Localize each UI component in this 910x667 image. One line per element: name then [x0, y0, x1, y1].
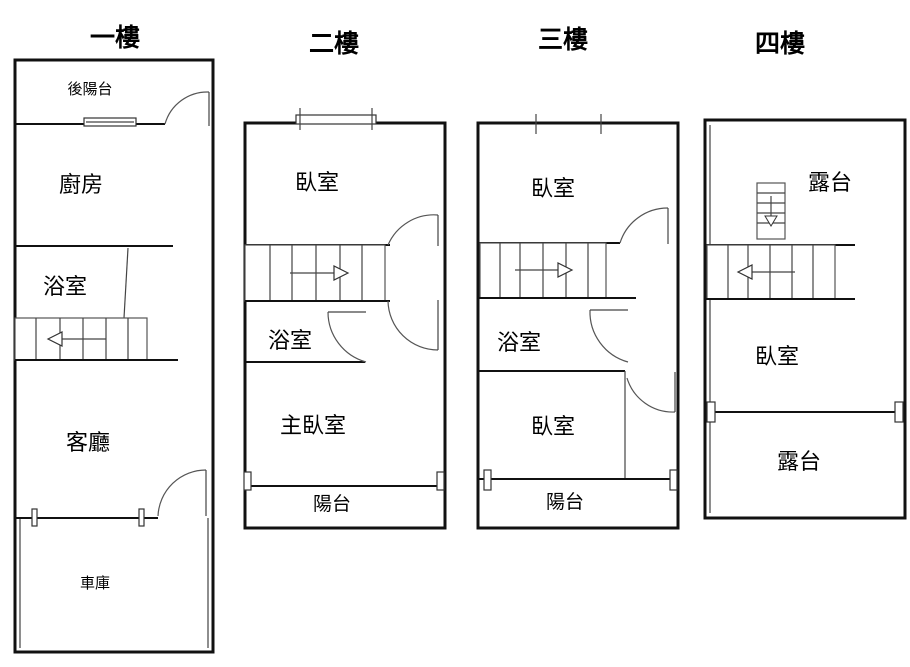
floor-2-outer-wall: [243, 121, 447, 530]
floor-1-bathroom-label: 浴室: [43, 275, 87, 300]
floor-3-bath-door: [589, 309, 629, 363]
floor-2-master-bedroom-label: 主臥室: [280, 414, 346, 439]
floor-4-title: 四樓: [755, 29, 805, 58]
floor-2-bath-door: [327, 311, 367, 363]
stair-arrow-down-icon: [764, 215, 778, 227]
floor-1-outer-wall: [13, 58, 215, 654]
floor-4-terrace-bottom-label: 露台: [777, 450, 821, 475]
floor-1-garage-label: 車庫: [80, 574, 110, 592]
floor-3-bedroom-bottom-label: 臥室: [531, 415, 575, 440]
floor-3-balcony-label: 陽台: [546, 491, 584, 513]
stair-arrow-right-icon: [557, 262, 574, 278]
floor-2: 二樓 臥室 浴室 主臥室 陽台: [243, 29, 447, 530]
floor-3-title: 三樓: [538, 25, 588, 54]
stair-arrow-left-icon: [46, 331, 63, 347]
floor-1-back-door: [164, 91, 210, 125]
floor-4: 四樓 露台 臥室 露台: [703, 29, 907, 520]
floor-1: 一樓 後陽台 廚房 浴室 客廳 車庫: [13, 23, 215, 654]
floor-3-bedroom-top-label: 臥室: [531, 177, 575, 202]
floor-2-bedroom-label: 臥室: [295, 171, 339, 196]
floor-1-front-door: [157, 469, 207, 517]
floor-4-outer-wall: [703, 118, 907, 520]
floor-4-bedroom-label: 臥室: [755, 345, 799, 370]
floor-3-stair-door: [619, 207, 669, 244]
floor-1-kitchen-label: 廚房: [59, 173, 103, 198]
floor-3-outer-wall: [476, 121, 680, 530]
floor-1-back-balcony-label: 後陽台: [67, 80, 112, 98]
floor-1-title: 一樓: [90, 23, 140, 52]
stair-arrow-left-icon: [736, 264, 753, 280]
floor-2-bathroom-label: 浴室: [268, 329, 312, 354]
floor-2-balcony-label: 陽台: [313, 493, 351, 515]
floor-4-terrace-top-label: 露台: [808, 171, 852, 196]
floor-3: 三樓 臥室 浴室 臥室 陽台: [476, 25, 680, 530]
floor-3-bathroom-label: 浴室: [497, 331, 541, 356]
floor-2-stair-door: [387, 214, 439, 246]
floor-2-title: 二樓: [309, 29, 359, 58]
floor-1-living-room-label: 客廳: [66, 431, 110, 456]
stair-arrow-right-icon: [333, 265, 350, 281]
floor-2-window: [295, 114, 377, 125]
